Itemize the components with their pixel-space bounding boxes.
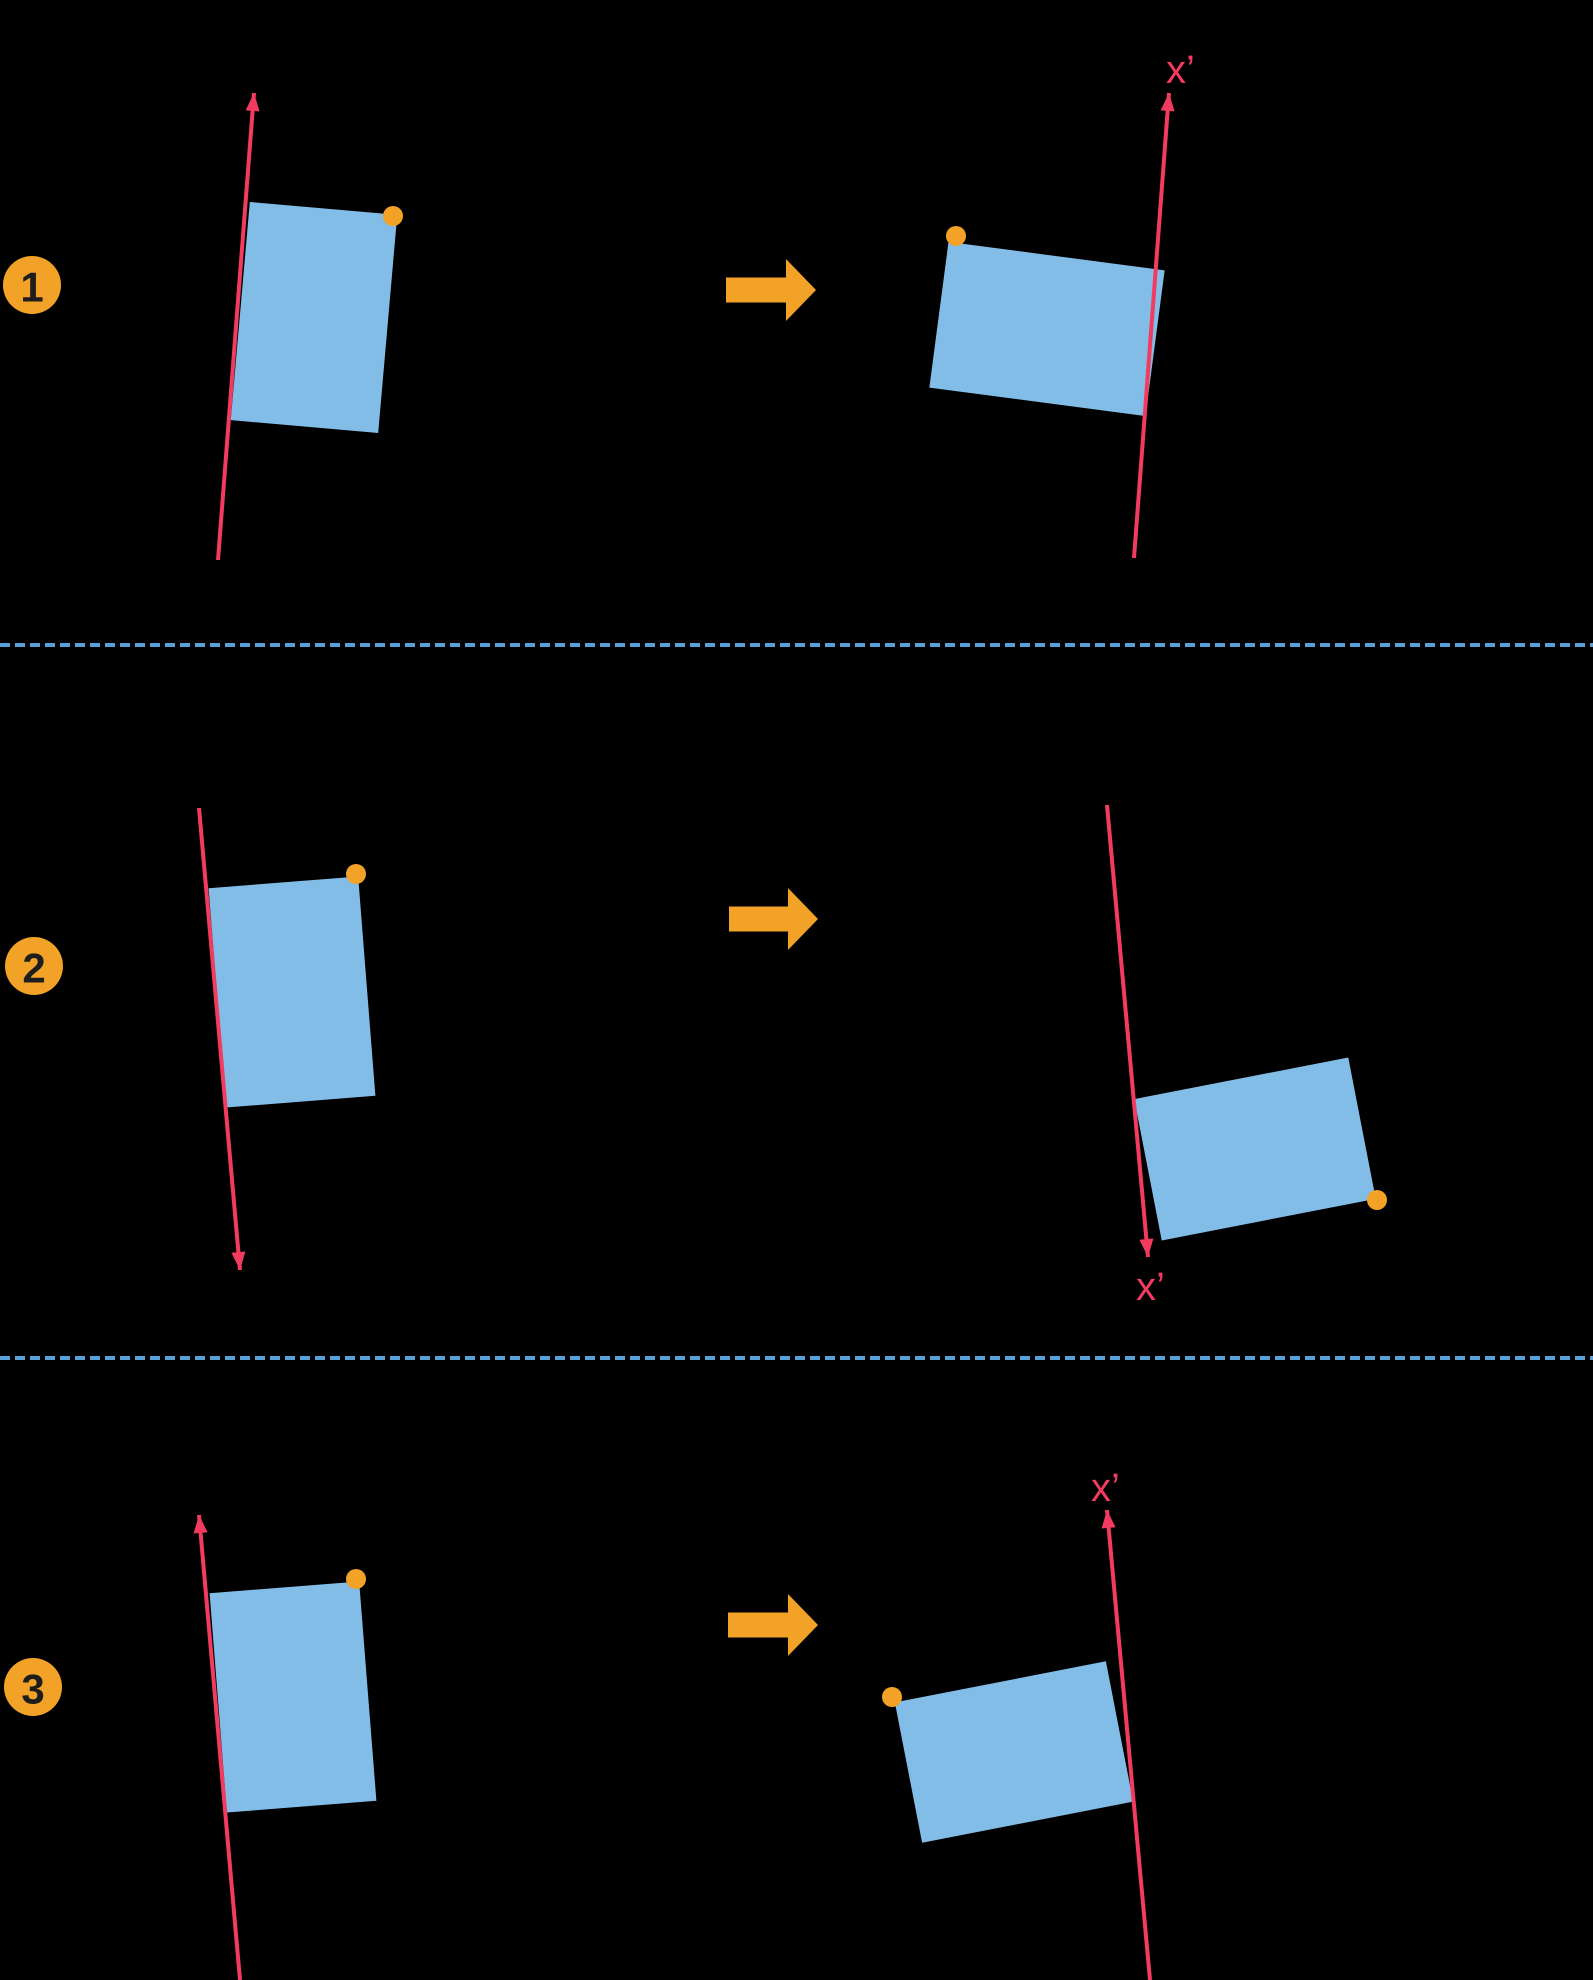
step-2-shape-before (208, 876, 376, 1108)
step-2-axis-after-arrowhead-icon (1139, 1238, 1154, 1257)
step-2-anchor-dot-before (346, 864, 366, 884)
step-1-axis-before (216, 92, 256, 561)
step-3-x-prime-label: x’ (1091, 1466, 1120, 1510)
step-1-transform-arrow-icon (726, 259, 816, 321)
step-2: 2 x’ (5, 804, 1387, 1309)
step-1-axis-after (1132, 92, 1171, 559)
step-2-axis-before (197, 807, 242, 1271)
step-2-transform-arrow-icon (729, 888, 818, 950)
step-1-anchor-dot-before (383, 206, 403, 226)
step-2-badge (5, 937, 63, 995)
step-3-axis-after-arrowhead-icon (1101, 1510, 1116, 1529)
step-2-badge-label: 2 (22, 945, 45, 992)
step-2-x-prime-label: x’ (1136, 1265, 1165, 1309)
step-3: 3 x’ (4, 1466, 1152, 1980)
step-3-axis-after (1105, 1509, 1152, 1980)
step-2-axis-before-arrowhead-icon (231, 1251, 246, 1270)
step-3-shape-after (894, 1661, 1134, 1843)
step-3-axis-before (197, 1514, 242, 1980)
step-1: 1 x’ (3, 48, 1195, 561)
step-3-axis-before-arrowhead-icon (193, 1515, 208, 1534)
step-1-badge (3, 256, 61, 314)
step-3-anchor-dot-after (882, 1687, 902, 1707)
step-3-shape-before (209, 1581, 377, 1813)
step-1-axis-before-arrowhead-icon (245, 93, 260, 112)
step-3-badge (4, 1658, 62, 1716)
step-3-anchor-dot-before (346, 1569, 366, 1589)
step-3-transform-arrow-icon (728, 1594, 818, 1656)
step-1-anchor-dot-after (946, 226, 966, 246)
step-1-shape-before (230, 201, 398, 434)
step-2-shape-after (1134, 1057, 1376, 1241)
step-2-anchor-dot-after (1367, 1190, 1387, 1210)
step-3-badge-label: 3 (21, 1666, 44, 1713)
step-1-shape-after (929, 241, 1165, 417)
step-2-axis-after (1105, 804, 1150, 1258)
step-1-badge-label: 1 (20, 264, 43, 311)
step-1-x-prime-label: x’ (1166, 48, 1195, 92)
step-1-axis-after-arrowhead-icon (1160, 93, 1175, 112)
